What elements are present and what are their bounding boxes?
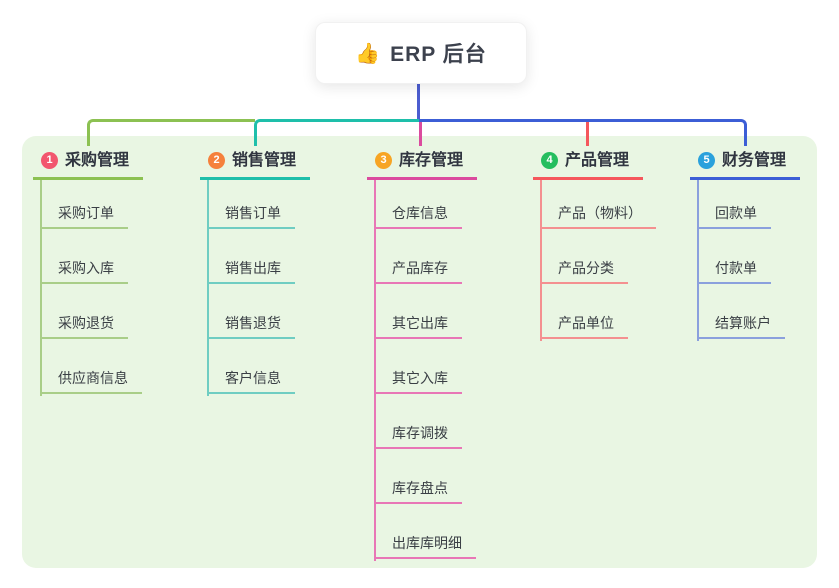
branch-label: 库存管理 <box>399 152 464 169</box>
child-node[interactable]: 库存调拨 <box>374 423 462 449</box>
branch-badge: 2 <box>208 152 225 169</box>
branch-section-product: 4 产品管理 产品（物料） 产品分类产品单位 <box>533 148 656 341</box>
child-node[interactable]: 回款单 <box>697 203 771 229</box>
child-node[interactable]: 其它入库 <box>374 368 462 394</box>
child-node-label: 销售退货 <box>225 315 281 331</box>
child-node-label: 销售订单 <box>225 205 281 221</box>
child-node[interactable]: 采购订单 <box>40 203 128 229</box>
child-node-label: 出库库明细 <box>392 535 462 551</box>
branch-header-product[interactable]: 4 产品管理 <box>533 148 643 180</box>
child-node-label: 回款单 <box>715 205 757 221</box>
connector-branch-2-elbow <box>254 119 419 146</box>
child-node[interactable]: 销售出库 <box>207 258 295 284</box>
branch-section-sales: 2 销售管理 销售订单销售出库销售退货客户信息 <box>200 148 310 396</box>
child-node-label: 供应商信息 <box>58 370 128 386</box>
connector-branch-3-drop <box>419 122 422 146</box>
branch-spine <box>697 180 699 341</box>
branch-section-purchase: 1 采购管理 采购订单采购入库采购退货供应商信息 <box>33 148 143 396</box>
branch-header-purchase[interactable]: 1 采购管理 <box>33 148 143 180</box>
child-node[interactable]: 库存盘点 <box>374 478 462 504</box>
child-node[interactable]: 付款单 <box>697 258 771 284</box>
child-node[interactable]: 产品分类 <box>540 258 628 284</box>
branch-spine <box>40 180 42 396</box>
child-node[interactable]: 客户信息 <box>207 368 295 394</box>
root-node[interactable]: 👍 ERP 后台 <box>315 22 527 84</box>
branch-spine <box>207 180 209 396</box>
child-node[interactable]: 采购退货 <box>40 313 128 339</box>
branch-spine <box>540 180 542 341</box>
child-node-label: 库存盘点 <box>392 480 448 496</box>
child-node[interactable]: 采购入库 <box>40 258 128 284</box>
child-node[interactable]: 销售订单 <box>207 203 295 229</box>
child-node[interactable]: 供应商信息 <box>40 368 142 394</box>
branches-panel <box>22 136 817 568</box>
child-node[interactable]: 其它出库 <box>374 313 462 339</box>
branch-section-inventory: 3 库存管理 仓库信息产品库存其它出库其它入库库存调拨库存盘点出库库明细 <box>367 148 477 561</box>
child-node-label: 产品库存 <box>392 260 448 276</box>
child-node-label: 付款单 <box>715 260 757 276</box>
child-node-label: 仓库信息 <box>392 205 448 221</box>
connector-branch-1-elbow <box>87 119 255 146</box>
child-node[interactable]: 仓库信息 <box>374 203 462 229</box>
child-node-label: 采购入库 <box>58 260 114 276</box>
branch-badge: 4 <box>541 152 558 169</box>
child-node-label: 销售出库 <box>225 260 281 276</box>
branch-header-finance[interactable]: 5 财务管理 <box>690 148 800 180</box>
child-node-label: 结算账户 <box>715 315 771 331</box>
child-node-label: 采购退货 <box>58 315 114 331</box>
child-node-label: 其它入库 <box>392 370 448 386</box>
thumbs-up-icon: 👍 <box>355 42 382 65</box>
branch-badge: 5 <box>698 152 715 169</box>
root-title: ERP 后台 <box>390 43 487 66</box>
branch-label: 财务管理 <box>722 152 787 169</box>
connector-branch-4-drop <box>586 122 589 146</box>
child-node-label: 库存调拨 <box>392 425 448 441</box>
branch-header-sales[interactable]: 2 销售管理 <box>200 148 310 180</box>
branch-label: 采购管理 <box>65 152 130 169</box>
child-node-label: 产品分类 <box>558 260 614 276</box>
child-node-label: 采购订单 <box>58 205 114 221</box>
connector-branch-5-elbow <box>419 119 747 146</box>
branch-header-inventory[interactable]: 3 库存管理 <box>367 148 477 180</box>
child-node[interactable]: 出库库明细 <box>374 533 476 559</box>
child-node[interactable]: 结算账户 <box>697 313 785 339</box>
branch-badge: 1 <box>41 152 58 169</box>
child-node[interactable]: 产品单位 <box>540 313 628 339</box>
branch-spine <box>374 180 376 561</box>
child-node-label: 其它出库 <box>392 315 448 331</box>
child-node-label: 客户信息 <box>225 370 281 386</box>
branch-badge: 3 <box>375 152 392 169</box>
branch-section-finance: 5 财务管理 回款单付款单结算账户 <box>690 148 800 341</box>
child-node[interactable]: 销售退货 <box>207 313 295 339</box>
child-node[interactable]: 产品（物料） <box>540 203 656 229</box>
child-node-label: 产品单位 <box>558 315 614 331</box>
connector-root-vertical <box>417 82 420 122</box>
branch-label: 销售管理 <box>232 152 297 169</box>
child-node[interactable]: 产品库存 <box>374 258 462 284</box>
child-node-label: 产品（物料） <box>558 205 642 221</box>
branch-label: 产品管理 <box>565 152 630 169</box>
